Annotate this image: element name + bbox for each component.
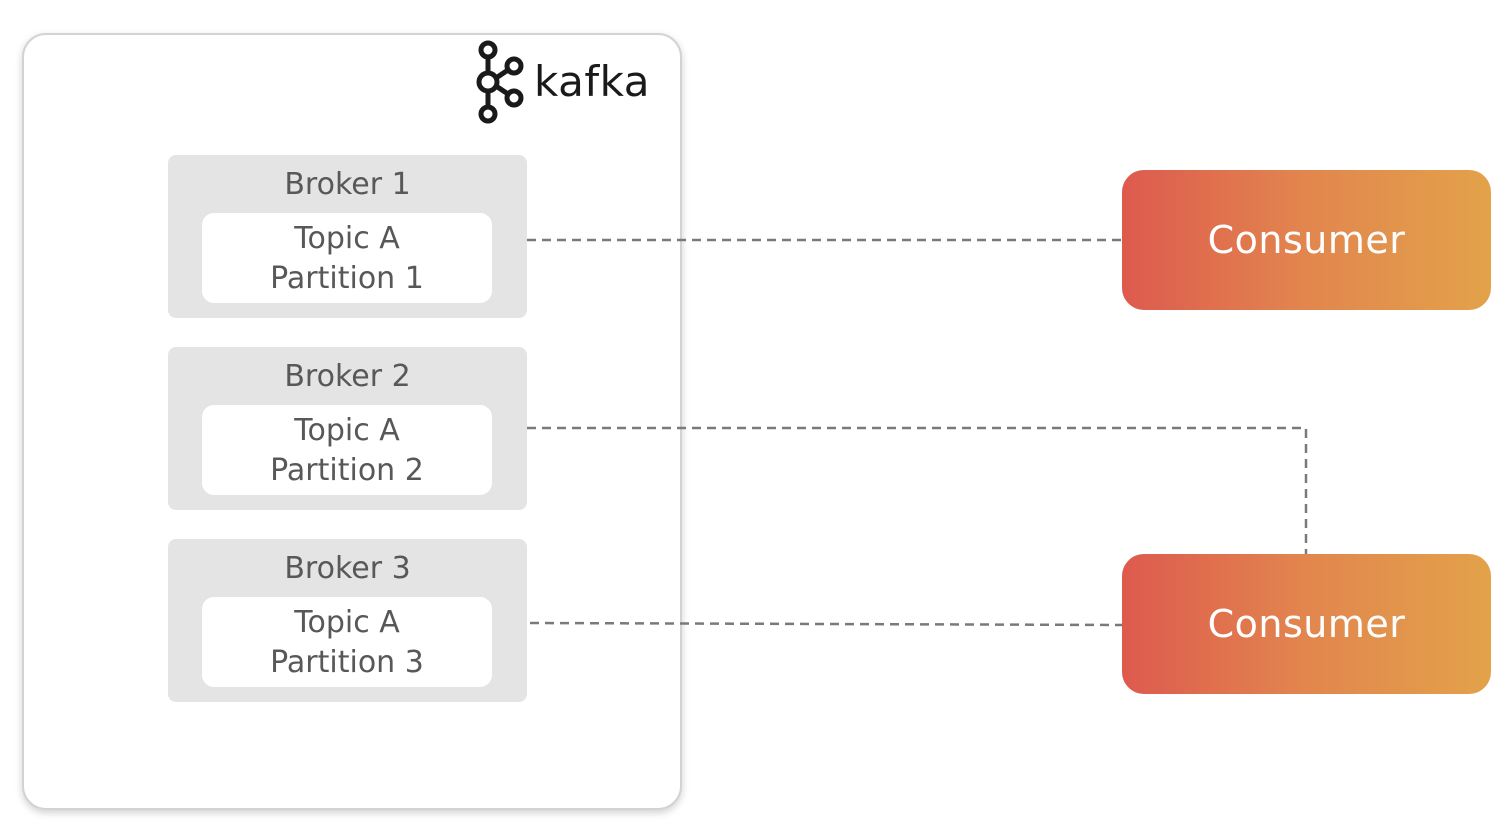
partition-number: Partition 2 xyxy=(270,453,424,488)
kafka-logo: kafka xyxy=(472,40,650,124)
consumer-label: Consumer xyxy=(1207,602,1406,646)
kafka-icon xyxy=(476,40,524,124)
kafka-logo-text: kafka xyxy=(534,57,650,106)
broker-2: Broker 2 Topic A Partition 2 xyxy=(168,347,527,510)
broker-title: Broker 2 xyxy=(284,359,411,394)
partition-number: Partition 3 xyxy=(270,645,424,680)
consumer-label: Consumer xyxy=(1207,218,1406,262)
broker-3: Broker 3 Topic A Partition 3 xyxy=(168,539,527,702)
partition-topic: Topic A xyxy=(294,221,400,256)
consumer-1: Consumer xyxy=(1122,170,1491,310)
partition-card: Topic A Partition 2 xyxy=(202,405,492,495)
broker-title: Broker 3 xyxy=(284,551,411,586)
partition-topic: Topic A xyxy=(294,413,400,448)
partition-card: Topic A Partition 3 xyxy=(202,597,492,687)
broker-title: Broker 1 xyxy=(284,167,411,202)
partition-topic: Topic A xyxy=(294,605,400,640)
partition-card: Topic A Partition 1 xyxy=(202,213,492,303)
consumer-2: Consumer xyxy=(1122,554,1491,694)
partition-number: Partition 1 xyxy=(270,261,424,296)
broker-1: Broker 1 Topic A Partition 1 xyxy=(168,155,527,318)
